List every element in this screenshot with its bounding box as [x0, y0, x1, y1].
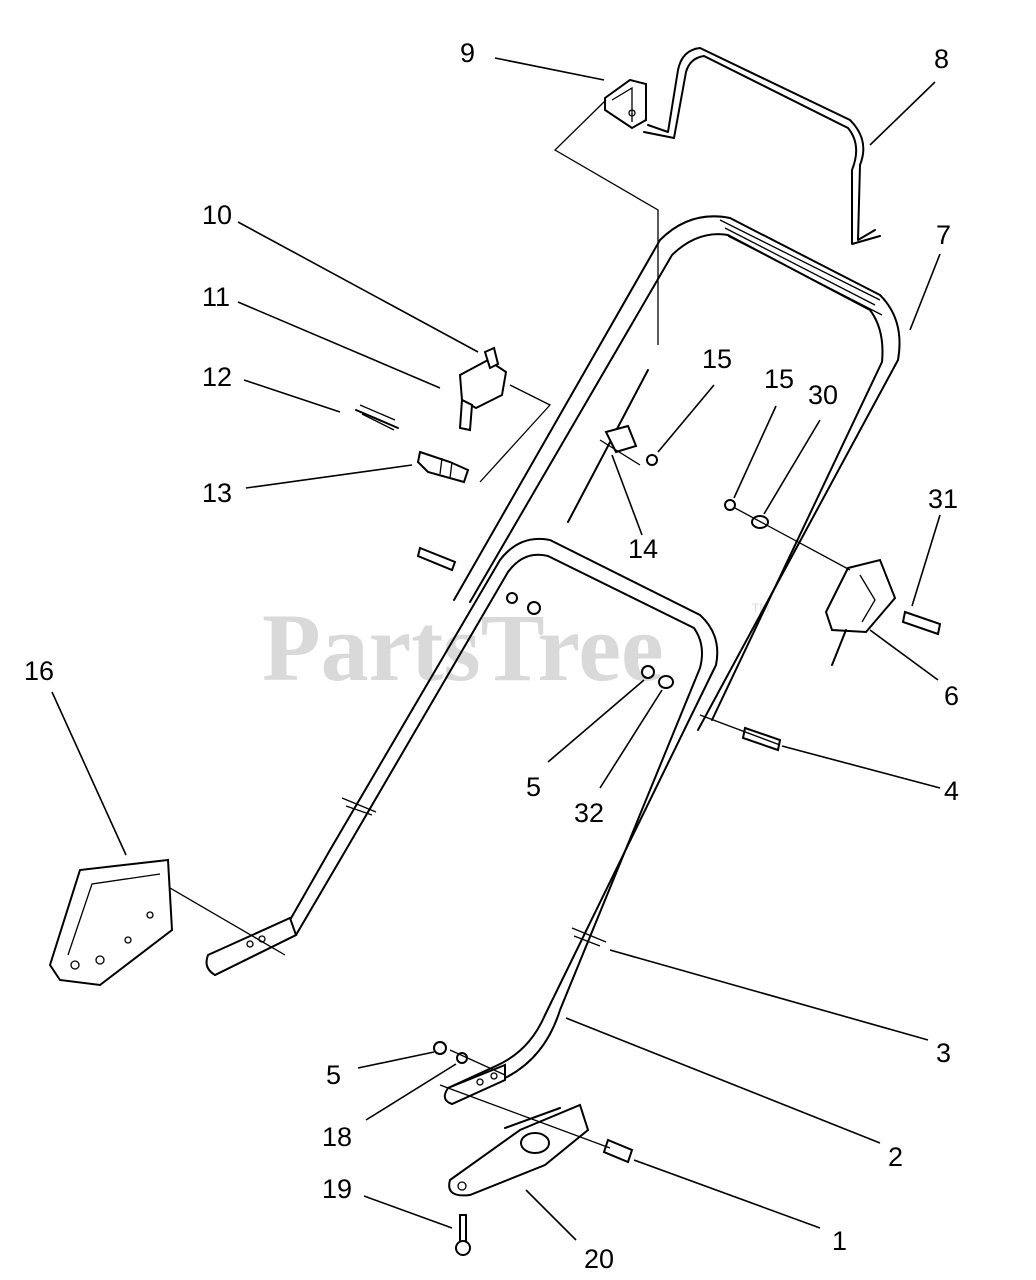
nut-15b	[724, 499, 736, 511]
callout-19: 19	[322, 1174, 352, 1204]
mount-bracket-right	[448, 1103, 590, 1197]
control-mount-line	[479, 384, 552, 483]
nut-5b	[433, 1041, 447, 1055]
callout-11: 11	[202, 282, 230, 312]
bracket-mount-line	[553, 99, 659, 345]
callout-31: 31	[928, 484, 958, 514]
callout-30: 30	[808, 380, 838, 410]
callout-7: 7	[936, 220, 951, 250]
callout-12: 12	[202, 362, 232, 392]
callout-5b: 5	[326, 1060, 341, 1090]
callout-2: 2	[888, 1142, 903, 1172]
callout-13: 13	[202, 478, 232, 508]
callout-20: 20	[584, 1244, 614, 1274]
callout-32: 32	[574, 798, 604, 828]
bracket-left-mount-line	[169, 887, 286, 956]
callout-15b: 15	[764, 364, 794, 394]
callout-16: 16	[24, 656, 54, 686]
nut-15a	[646, 454, 658, 466]
control-cable-guide	[416, 450, 470, 484]
callout-1: 1	[832, 1226, 847, 1256]
bolt-1	[602, 1138, 634, 1164]
bail-bracket	[604, 78, 647, 130]
callout-5a: 5	[526, 772, 541, 802]
bolt-4	[741, 726, 782, 752]
control-bail	[643, 47, 881, 245]
callout-4: 4	[944, 776, 959, 806]
callout-15a: 15	[702, 344, 732, 374]
control-lever	[567, 369, 649, 523]
callout-9: 9	[460, 38, 475, 68]
callout-10: 10	[202, 200, 232, 230]
upper-handle	[453, 215, 901, 731]
callout-8: 8	[934, 44, 949, 74]
callout-18: 18	[322, 1122, 352, 1152]
handle-clamp-right	[571, 927, 607, 947]
bolt-31	[901, 610, 942, 636]
callout-6: 6	[944, 681, 959, 711]
leader-lines	[51, 57, 941, 1241]
nut-5a	[641, 665, 655, 679]
handle-clamp-left	[341, 797, 377, 816]
callout-3: 3	[936, 1038, 951, 1068]
callout-14: 14	[628, 534, 658, 564]
mount-bracket-left	[48, 858, 174, 987]
assembly-lines	[439, 439, 851, 1149]
watermark: PartsTree	[262, 594, 664, 701]
lower-handle	[205, 538, 719, 1106]
washer-32	[658, 675, 674, 689]
control-bolt	[355, 404, 399, 431]
cable-clip	[824, 558, 897, 666]
control-knob-assembly	[458, 346, 508, 432]
